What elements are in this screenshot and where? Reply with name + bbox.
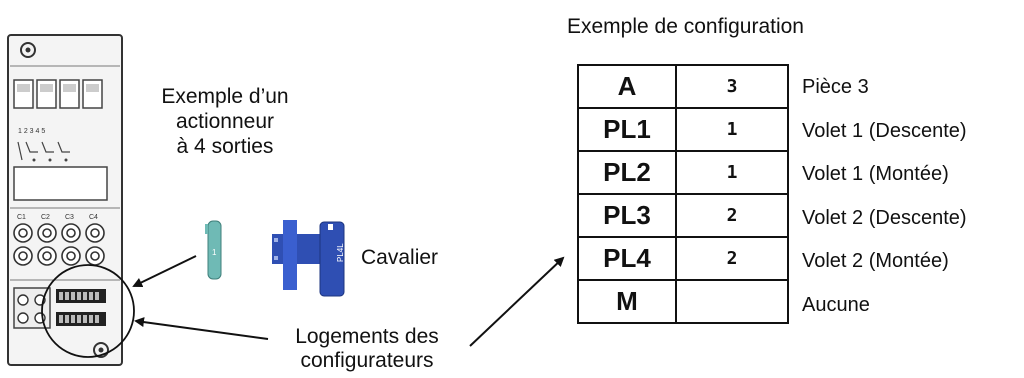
arrow-to-slots-upper [132, 255, 197, 288]
config-table-row: M [577, 279, 789, 324]
channel-label-c1: C1 [17, 214, 26, 221]
actuator-caption-line3: à 4 sorties [176, 135, 274, 159]
config-value-cell: 2 [675, 193, 789, 238]
config-title: Exemple de configuration [567, 15, 804, 38]
slots-caption: Logements des configurateurs [268, 325, 466, 373]
screw-terminals [13, 223, 105, 266]
channel-label-c3: C3 [65, 214, 74, 221]
config-description: Volet 1 (Descente) [802, 120, 967, 142]
config-description: Aucune [802, 294, 870, 316]
arrow-to-slots-lower [134, 317, 269, 340]
config-description: Pièce 3 [802, 76, 869, 98]
config-value-cell: 1 [675, 150, 789, 195]
config-code-cell: PL2 [577, 150, 677, 195]
actuator-caption: Exemple d’un actionneur à 4 sorties [145, 84, 305, 160]
config-value-cell: 1 [675, 107, 789, 152]
config-code-cell: PL1 [577, 107, 677, 152]
config-value-cell [675, 279, 789, 324]
config-value-cell: 2 [675, 236, 789, 281]
single-configurator-label: 1 [212, 248, 217, 257]
jumper-label: Cavalier [361, 246, 439, 269]
config-description: Volet 2 (Montée) [802, 250, 949, 272]
device-display-window [13, 166, 108, 201]
config-description: Volet 2 (Descente) [802, 207, 967, 229]
jumper-body-label: PL4L [336, 243, 345, 262]
config-description: Volet 1 (Montée) [802, 163, 949, 185]
device-top-label: 1 2 3 4 5 [18, 128, 45, 135]
config-code-cell: M [577, 279, 677, 324]
arrow-to-table [469, 256, 565, 347]
slots-caption-line2: configurateurs [300, 349, 434, 373]
actuator-caption-line2: actionneur [175, 110, 275, 134]
slots-highlight-circle [41, 264, 135, 358]
top-terminals [13, 79, 103, 109]
actuator-caption-line1: Exemple d’un [161, 85, 289, 108]
slots-caption-line1: Logements des [295, 325, 439, 348]
config-code-cell: A [577, 64, 677, 109]
configurator-slots [56, 289, 106, 326]
config-code-cell: PL3 [577, 193, 677, 238]
jumper: PL4L [272, 220, 345, 297]
single-configurator: 1 [205, 220, 222, 280]
actuator-device: 1 2 3 4 5 C1 C2 C3 C4 [7, 34, 123, 366]
config-code-cell: PL4 [577, 236, 677, 281]
channel-label-c2: C2 [41, 214, 50, 221]
channel-label-c4: C4 [89, 214, 98, 221]
config-value-cell: 3 [675, 64, 789, 109]
